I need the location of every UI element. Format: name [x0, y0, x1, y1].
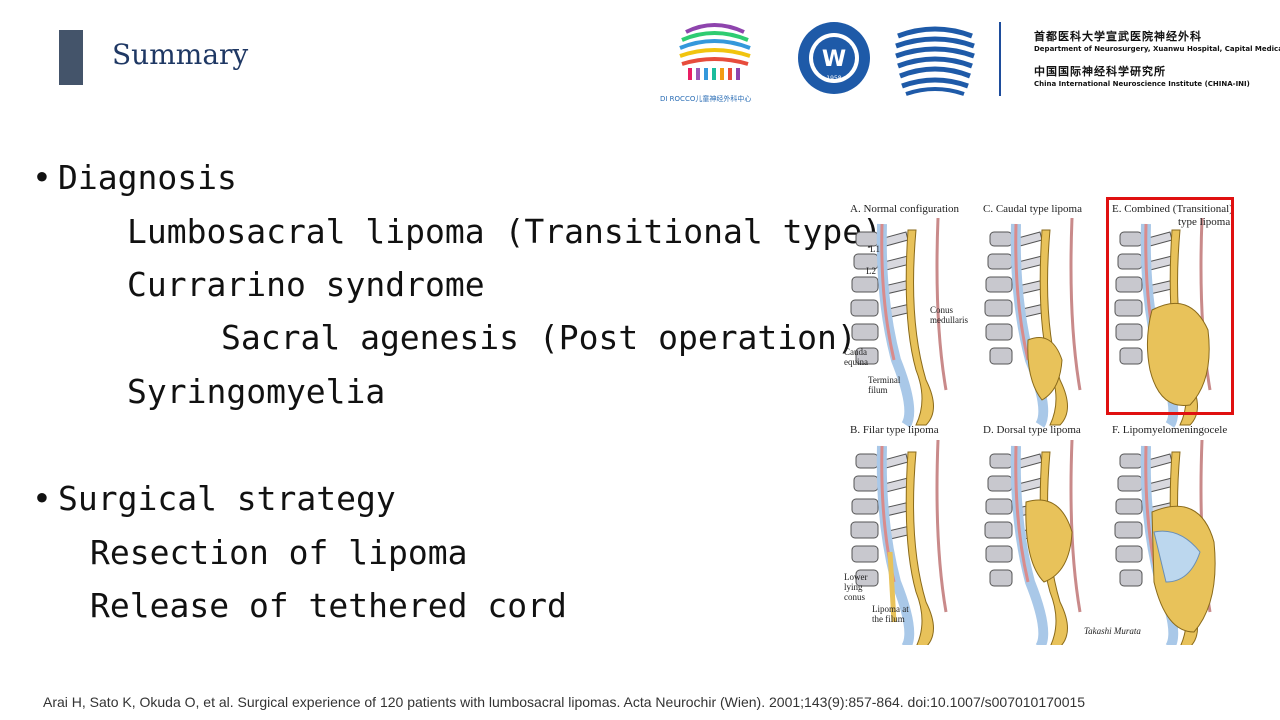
panel-f-title: F. Lipomyelomeningocele	[1112, 424, 1228, 436]
institution-2-cn: 中国国际神经科学研究所	[1034, 65, 1166, 78]
panel-b-title: B. Filar type lipoma	[850, 424, 939, 436]
university-seal-logo: W 1958	[798, 22, 870, 94]
diagnosis-item: Sacral agenesis (Post operation)	[221, 318, 857, 357]
bullet-diagnosis: •	[32, 158, 52, 197]
figure-illustrations	[838, 190, 1216, 645]
label-l1: L1	[870, 244, 880, 254]
label-terminal-filum: Terminal filum	[868, 375, 901, 395]
diagnosis-item: Currarino syndrome	[127, 265, 485, 304]
combined-type-highlight-box	[1106, 197, 1234, 415]
institution-2-en: China International Neuroscience Institu…	[1034, 80, 1250, 88]
panel-a-title: A. Normal configuration	[850, 203, 960, 215]
label-conus-medullaris: Conus medullaris	[930, 305, 968, 325]
surgery-item: Resection of lipoma	[90, 533, 468, 572]
header-logos: DI ROCCO儿童神经外科中心 W 1958 首都医科大学宣武医院神经外科 D…	[660, 18, 1280, 108]
slide-title: Summary	[112, 38, 249, 71]
diagnosis-item: Syringomyelia	[127, 372, 386, 411]
institution-1-en: Department of Neurosurgery, Xuanwu Hospi…	[1034, 45, 1280, 53]
panel-e-title: E. Combined (Transitional)	[1112, 203, 1233, 215]
dirocco-center-logo	[679, 23, 751, 80]
diagnosis-heading: Diagnosis	[58, 158, 237, 197]
logo-divider	[999, 22, 1001, 96]
panel-c-title: C. Caudal type lipoma	[983, 203, 1082, 215]
surgery-item: Release of tethered cord	[90, 586, 567, 625]
reference-citation: Arai H, Sato K, Okuda O, et al. Surgical…	[43, 694, 1086, 710]
bullet-surgery: •	[32, 479, 52, 518]
illustrator-signature: Takashi Murata	[1084, 626, 1141, 636]
label-cauda-equina: Cauda equina	[844, 347, 868, 367]
svg-text:W: W	[822, 47, 846, 72]
diagnosis-item: Lumbosacral lipoma (Transitional type)	[127, 212, 882, 251]
panel-e-title-2: type lipoma	[1178, 216, 1231, 228]
xuanwu-hospital-logo	[895, 26, 975, 96]
label-l2: L2	[866, 266, 876, 276]
panel-d-title: D. Dorsal type lipoma	[983, 424, 1081, 436]
title-accent-bar	[59, 30, 83, 85]
dirocco-logo-caption: DI ROCCO儿童神经外科中心	[660, 95, 752, 103]
institution-1-cn: 首都医科大学宣武医院神经外科	[1034, 30, 1202, 43]
surgery-heading: Surgical strategy	[58, 479, 396, 518]
label-lipoma-at-filum: Lipoma at the filum	[872, 604, 909, 624]
label-lower-lying-conus: Lower lying conus	[844, 572, 868, 602]
lipoma-classification-figure: A. Normal configuration C. Caudal type l…	[838, 190, 1243, 645]
seal-year: 1958	[826, 75, 841, 82]
